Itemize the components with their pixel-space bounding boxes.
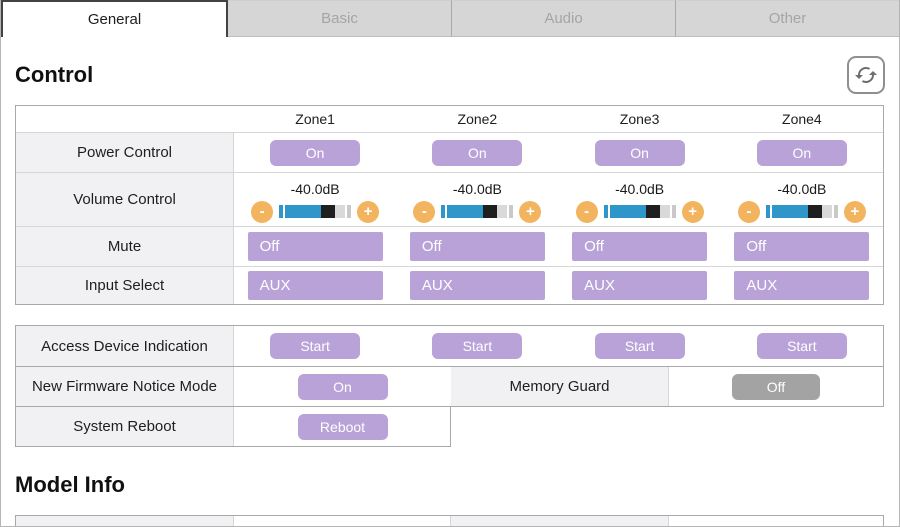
volume-value-zone2: -40.0dB xyxy=(452,180,502,197)
volume-slider-track[interactable] xyxy=(765,205,838,218)
zone-column-header: Zone2 xyxy=(457,111,498,127)
input-select-label: Input Select xyxy=(16,267,234,304)
model-info-section-title: Model Info xyxy=(15,472,125,497)
volume-plus-button[interactable]: + xyxy=(519,200,542,223)
volume-slider-track[interactable] xyxy=(603,205,676,218)
access-start-button-zone4[interactable]: Start xyxy=(756,333,847,359)
mute-select-zone3[interactable]: Off xyxy=(572,232,708,261)
input-select-zone1[interactable]: AUX xyxy=(247,271,383,300)
zone-control-table: Zone1 Zone2 Zone3 Zone4 Power Control On… xyxy=(15,105,884,305)
model-info-value-cell xyxy=(234,516,451,526)
input-select-zone3[interactable]: AUX xyxy=(572,271,708,300)
control-section-title: Control xyxy=(15,62,94,87)
volume-slider-track[interactable] xyxy=(279,205,352,218)
memory-guard-button[interactable]: Off xyxy=(732,373,820,400)
volume-value-zone1: -40.0dB xyxy=(290,180,340,197)
volume-minus-button[interactable]: - xyxy=(575,200,598,223)
mute-select-zone1[interactable]: Off xyxy=(247,232,383,261)
model-info-table xyxy=(15,515,884,526)
volume-plus-button[interactable]: + xyxy=(843,200,866,223)
volume-minus-button[interactable]: - xyxy=(251,200,274,223)
access-device-label: Access Device Indication xyxy=(16,326,234,366)
power-button-zone1[interactable]: On xyxy=(270,139,361,166)
zone-column-header: Zone4 xyxy=(782,111,822,127)
refresh-icon xyxy=(854,63,878,87)
firmware-memory-row: New Firmware Notice Mode On Memory Guard… xyxy=(15,367,884,407)
model-info-label-cell xyxy=(16,516,234,526)
header-spacer-cell xyxy=(16,106,234,132)
volume-minus-button[interactable]: - xyxy=(413,200,436,223)
memory-guard-label: Memory Guard xyxy=(451,367,669,406)
volume-control-row: Volume Control -40.0dB - + xyxy=(16,172,883,226)
tab-general[interactable]: General xyxy=(1,0,228,37)
volume-value-zone4: -40.0dB xyxy=(777,180,827,197)
volume-plus-button[interactable]: + xyxy=(357,200,380,223)
power-button-zone4[interactable]: On xyxy=(756,139,847,166)
input-select-zone2[interactable]: AUX xyxy=(409,271,545,300)
mute-row: Mute Off Off Off Off xyxy=(16,226,883,266)
system-reboot-row: System Reboot Reboot xyxy=(15,407,451,447)
system-reboot-label: System Reboot xyxy=(16,407,234,446)
mute-select-zone2[interactable]: Off xyxy=(409,232,545,261)
volume-minus-button[interactable]: - xyxy=(737,200,760,223)
volume-value-zone3: -40.0dB xyxy=(615,180,665,197)
firmware-notice-label: New Firmware Notice Mode xyxy=(16,367,234,406)
access-start-button-zone1[interactable]: Start xyxy=(270,333,361,359)
refresh-button[interactable] xyxy=(847,56,885,94)
zone-column-header: Zone3 xyxy=(619,111,660,127)
volume-slider-thumb[interactable] xyxy=(483,205,498,218)
power-control-row: Power Control On On On On xyxy=(16,132,883,172)
system-reboot-button[interactable]: Reboot xyxy=(297,413,388,440)
zone-column-header: Zone1 xyxy=(295,111,335,127)
tab-basic[interactable]: Basic xyxy=(228,0,451,37)
input-select-row: Input Select AUX AUX AUX AUX xyxy=(16,266,883,304)
model-info-label-cell xyxy=(451,516,669,526)
tab-bar: General Basic Audio Other xyxy=(1,0,899,37)
zone-header-row: Zone1 Zone2 Zone3 Zone4 xyxy=(16,106,883,132)
volume-plus-button[interactable]: + xyxy=(681,200,704,223)
model-info-value-cell xyxy=(669,516,883,526)
power-button-zone3[interactable]: On xyxy=(594,139,685,166)
volume-slider-thumb[interactable] xyxy=(321,205,336,218)
access-start-button-zone2[interactable]: Start xyxy=(432,333,523,359)
volume-slider-thumb[interactable] xyxy=(645,205,660,218)
firmware-notice-button[interactable]: On xyxy=(297,373,388,400)
volume-slider-thumb[interactable] xyxy=(807,205,822,218)
power-button-zone2[interactable]: On xyxy=(432,139,523,166)
volume-slider-track[interactable] xyxy=(441,205,514,218)
access-device-row: Access Device Indication Start Start Sta… xyxy=(15,325,884,367)
volume-control-label: Volume Control xyxy=(16,173,234,226)
tab-other[interactable]: Other xyxy=(675,0,899,37)
mute-label: Mute xyxy=(16,227,234,266)
mute-select-zone4[interactable]: Off xyxy=(734,232,870,261)
input-select-zone4[interactable]: AUX xyxy=(734,271,870,300)
tab-audio[interactable]: Audio xyxy=(451,0,675,37)
power-control-label: Power Control xyxy=(16,133,234,172)
access-start-button-zone3[interactable]: Start xyxy=(594,333,685,359)
